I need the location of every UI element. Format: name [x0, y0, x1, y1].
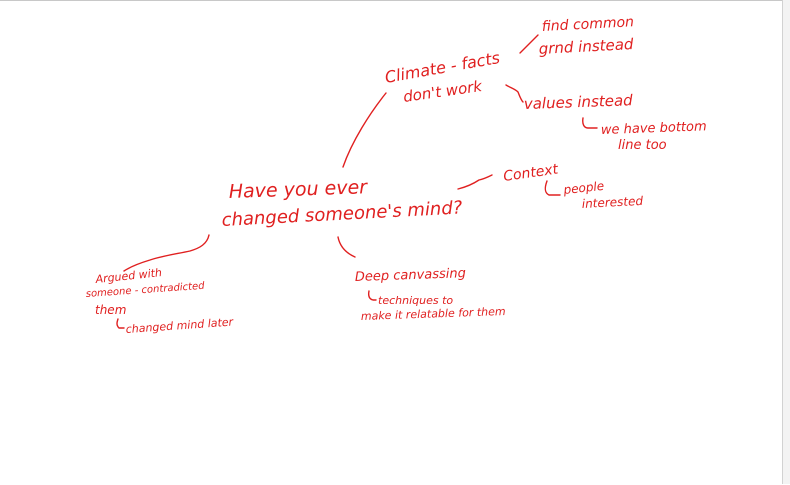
central-question-line1: Have you ever: [228, 176, 368, 203]
common-ground-line1: find common: [541, 14, 634, 35]
connector-values-to-bottom-line: [582, 117, 598, 129]
argued-note: changed mind later: [125, 315, 235, 336]
bottom-line-line1: we have bottom: [601, 119, 707, 138]
connector-argued-to-note: [116, 318, 125, 329]
connector-central-to-climate: [342, 92, 387, 168]
canvassing-label: Deep canvassing: [355, 266, 467, 285]
canvassing-note-line1: techniques to: [378, 294, 453, 307]
connector-canvassing-to-note: [367, 290, 377, 301]
argued-line3: them: [95, 303, 126, 317]
connector-context-to-note: [544, 180, 561, 196]
values-label: values instead: [524, 91, 634, 113]
vertical-scrollbar[interactable]: [782, 0, 790, 484]
common-ground-line2: grnd instead: [538, 35, 634, 58]
connector-central-to-context: [457, 174, 493, 190]
connector-climate-to-values: [505, 84, 524, 103]
climate-label-line1: Climate - facts: [383, 48, 501, 87]
argued-line1: Argued with: [94, 266, 163, 286]
central-question-line2: changed someone's mind?: [221, 197, 463, 231]
context-label: Context: [502, 161, 559, 185]
canvassing-note-line2: make it relatable for them: [361, 305, 506, 323]
connector-central-to-argued: [123, 234, 210, 272]
connector-central-to-canvassing: [337, 236, 356, 258]
bottom-line-line2: line too: [618, 138, 667, 153]
context-note-line1: people: [562, 179, 605, 197]
context-note-line2: interested: [581, 194, 643, 211]
connector-climate-to-common-ground: [519, 34, 539, 54]
